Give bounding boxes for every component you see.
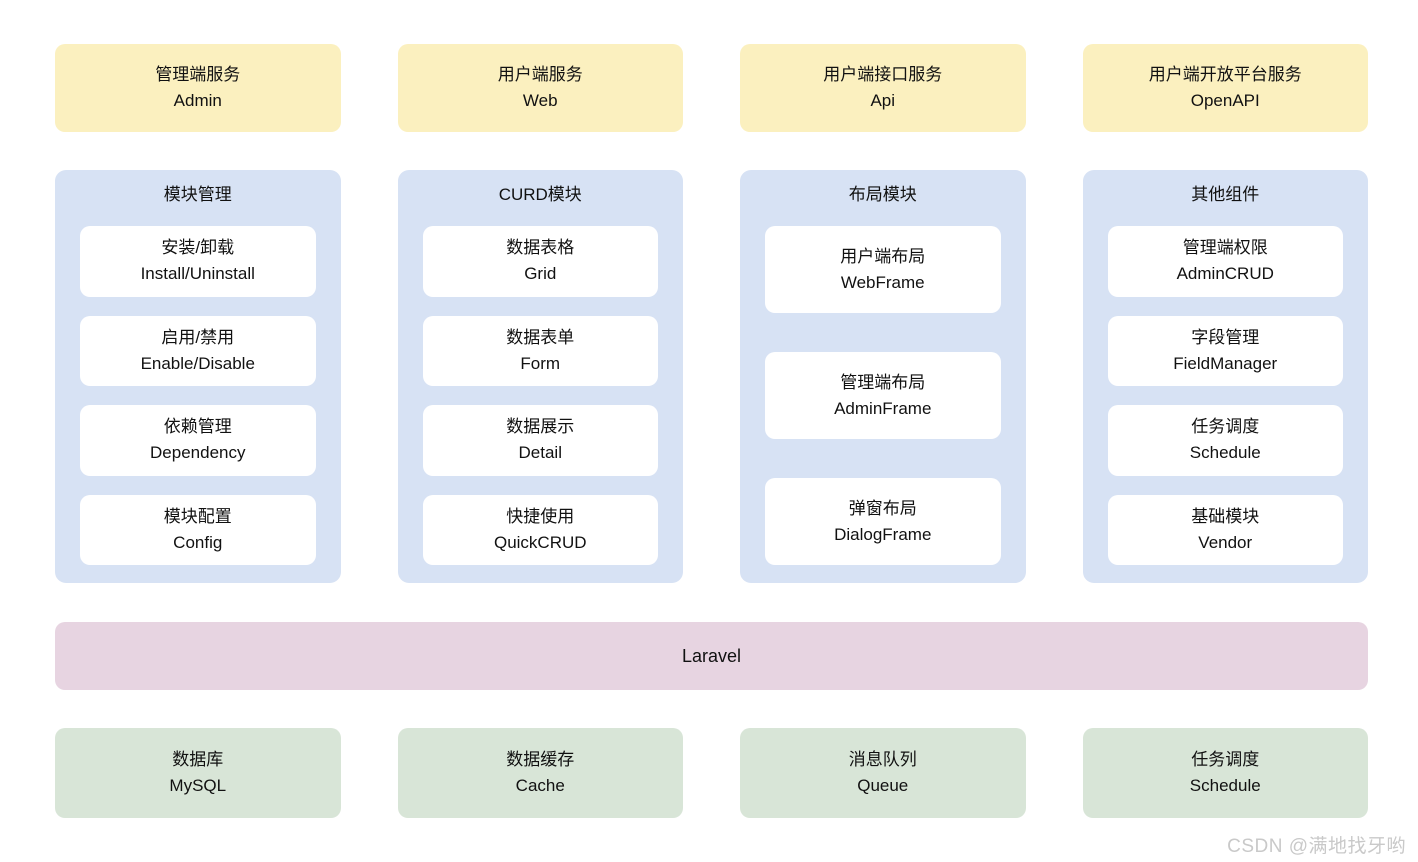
card-title-en: DialogFrame: [834, 524, 932, 544]
service-subtitle: Web: [522, 91, 558, 110]
service-subtitle: Admin: [173, 91, 222, 110]
card-title-zh: 字段管理: [1191, 327, 1260, 347]
framework-label: Laravel: [681, 645, 742, 666]
card-title-zh: 数据表格: [506, 238, 575, 258]
services-row: 管理端服务 Admin 用户端服务 Web 用户端接口服务 Api 用户端开放平…: [55, 44, 1368, 132]
card-title-en: FieldManager: [1173, 353, 1278, 373]
laravel-framework-bar: Laravel: [55, 622, 1368, 690]
module-card-dependency: 依赖管理 Dependency: [80, 405, 316, 476]
module-panel-other-components: 其他组件 管理端权限 AdminCRUD 字段管理 FieldManager 任…: [1082, 170, 1368, 583]
card-title-en: Detail: [518, 443, 562, 463]
module-panel-layout: 布局模块 用户端布局 WebFrame 管理端布局 AdminFrame 弹窗布…: [740, 170, 1026, 583]
module-card-vendor: 基础模块 Vendor: [1107, 494, 1343, 565]
card-title-en: WebFrame: [840, 272, 925, 292]
module-card-enable-disable: 启用/禁用 Enable/Disable: [80, 315, 316, 386]
module-card-list: 数据表格 Grid 数据表单 Form 数据展示 Detail 快捷使用 Qui…: [422, 226, 658, 565]
module-card-grid: 数据表格 Grid: [422, 226, 658, 297]
module-card-form: 数据表单 Form: [422, 315, 658, 386]
module-panel-title: 其他组件: [1191, 185, 1260, 204]
service-subtitle: OpenAPI: [1190, 91, 1260, 110]
card-title-zh: 基础模块: [1191, 506, 1260, 526]
module-card-fieldmanager: 字段管理 FieldManager: [1107, 315, 1343, 386]
card-title-en: AdminCRUD: [1176, 264, 1274, 284]
module-panel-title: 布局模块: [848, 185, 917, 204]
infrastructure-row: 数据库 MySQL 数据缓存 Cache 消息队列 Queue 任务调度 Sch…: [55, 728, 1368, 818]
module-card-list: 管理端权限 AdminCRUD 字段管理 FieldManager 任务调度 S…: [1107, 226, 1343, 565]
module-panel-curd: CURD模块 数据表格 Grid 数据表单 Form 数据展示 Detail 快…: [397, 170, 683, 583]
module-card-schedule: 任务调度 Schedule: [1107, 405, 1343, 476]
module-panel-module-management: 模块管理 安装/卸载 Install/Uninstall 启用/禁用 Enabl…: [55, 170, 341, 583]
card-title-en: Grid: [524, 264, 557, 284]
card-title-zh: 弹窗布局: [848, 498, 917, 518]
service-subtitle: Api: [870, 91, 896, 110]
infra-box-queue: 消息队列 Queue: [740, 728, 1026, 818]
card-title-zh: 快捷使用: [506, 506, 575, 526]
card-title-zh: 管理端权限: [1182, 238, 1268, 258]
card-title-zh: 启用/禁用: [161, 327, 235, 347]
card-title-zh: 数据表单: [506, 327, 575, 347]
card-title-en: Form: [520, 353, 561, 373]
infra-box-cache: 数据缓存 Cache: [397, 728, 683, 818]
service-title: 管理端服务: [155, 65, 241, 84]
module-card-list: 安装/卸载 Install/Uninstall 启用/禁用 Enable/Dis…: [80, 226, 316, 565]
module-card-detail: 数据展示 Detail: [422, 405, 658, 476]
card-title-zh: 数据展示: [506, 417, 575, 437]
card-title-en: AdminFrame: [834, 398, 932, 418]
service-box-openapi: 用户端开放平台服务 OpenAPI: [1082, 44, 1368, 132]
infra-title: 消息队列: [848, 750, 917, 769]
module-panel-title: 模块管理: [163, 185, 232, 204]
infra-subtitle: MySQL: [169, 776, 227, 795]
modules-row: 模块管理 安装/卸载 Install/Uninstall 启用/禁用 Enabl…: [55, 170, 1368, 583]
card-title-zh: 任务调度: [1191, 417, 1260, 437]
infra-subtitle: Cache: [515, 776, 565, 795]
card-title-en: Vendor: [1198, 532, 1253, 552]
infra-box-schedule: 任务调度 Schedule: [1082, 728, 1368, 818]
module-card-webframe: 用户端布局 WebFrame: [765, 226, 1001, 313]
card-title-zh: 模块配置: [163, 506, 232, 526]
module-card-dialogframe: 弹窗布局 DialogFrame: [765, 478, 1001, 565]
card-title-zh: 安装/卸载: [161, 238, 235, 258]
module-card-install-uninstall: 安装/卸载 Install/Uninstall: [80, 226, 316, 297]
service-box-api: 用户端接口服务 Api: [740, 44, 1026, 132]
infra-title: 数据缓存: [506, 750, 575, 769]
infra-subtitle: Queue: [857, 776, 909, 795]
module-panel-title: CURD模块: [498, 185, 582, 204]
card-title-zh: 依赖管理: [163, 417, 232, 437]
card-title-en: QuickCRUD: [493, 532, 587, 552]
service-title: 用户端服务: [497, 65, 583, 84]
card-title-en: Install/Uninstall: [140, 264, 255, 284]
module-card-adminframe: 管理端布局 AdminFrame: [765, 352, 1001, 439]
infra-box-mysql: 数据库 MySQL: [55, 728, 341, 818]
service-box-admin: 管理端服务 Admin: [55, 44, 341, 132]
infra-title: 任务调度: [1191, 750, 1260, 769]
card-title-en: Schedule: [1189, 443, 1261, 463]
module-card-list: 用户端布局 WebFrame 管理端布局 AdminFrame 弹窗布局 Dia…: [765, 226, 1001, 565]
card-title-en: Dependency: [150, 443, 246, 463]
watermark: CSDN @满地找牙哟: [1227, 836, 1406, 857]
card-title-zh: 用户端布局: [840, 246, 926, 266]
module-card-config: 模块配置 Config: [80, 494, 316, 565]
infra-title: 数据库: [172, 750, 224, 769]
module-card-admincrud: 管理端权限 AdminCRUD: [1107, 226, 1343, 297]
infra-subtitle: Schedule: [1189, 776, 1261, 795]
service-title: 用户端开放平台服务: [1148, 65, 1302, 84]
service-box-web: 用户端服务 Web: [397, 44, 683, 132]
service-title: 用户端接口服务: [823, 65, 943, 84]
card-title-zh: 管理端布局: [840, 372, 926, 392]
module-card-quickcrud: 快捷使用 QuickCRUD: [422, 494, 658, 565]
card-title-en: Config: [173, 532, 223, 552]
card-title-en: Enable/Disable: [140, 353, 255, 373]
